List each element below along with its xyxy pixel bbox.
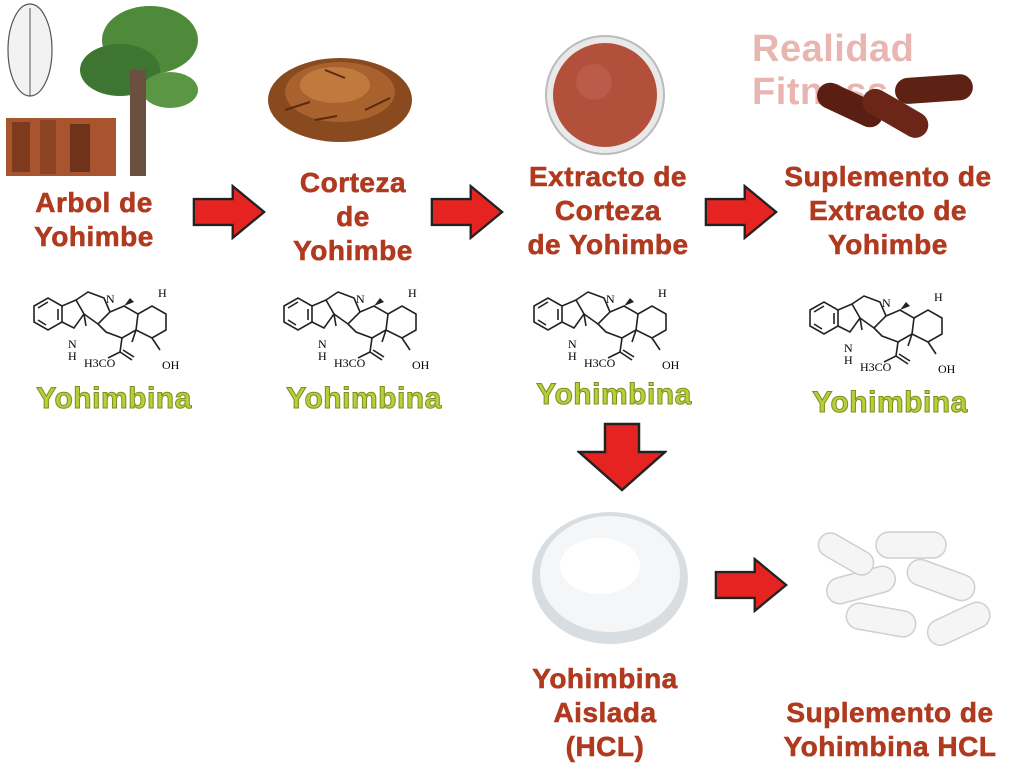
arrow-right-icon	[192, 184, 266, 240]
atom-nh: N H	[844, 341, 853, 367]
atom-n: N	[356, 292, 365, 306]
molecule-structure: N H N H H3CO OH	[800, 290, 980, 390]
compound-label: Yohimbina	[286, 382, 442, 416]
extract-powder-dish	[545, 35, 665, 155]
atom-n: N	[606, 292, 615, 306]
atom-h: H	[408, 286, 417, 300]
atom-ester: H3CO	[334, 356, 366, 370]
molecule-structure: N H N H H3CO OH	[274, 286, 454, 386]
compound-label: Yohimbina	[36, 382, 192, 416]
atom-nh: N H	[68, 337, 77, 363]
atom-oh: OH	[162, 358, 180, 372]
bark-pile-image	[268, 58, 412, 142]
arrow-right-icon	[704, 184, 778, 240]
stage-supplement-extract-label: Suplemento de Extracto de Yohimbe	[784, 161, 992, 261]
atom-h: H	[158, 286, 167, 300]
arrow-right-icon	[714, 557, 788, 613]
arrow-right-icon	[430, 184, 504, 240]
stage-supplement-hcl-label: Suplemento de Yohimbina HCL	[783, 697, 997, 763]
atom-n: N	[106, 292, 115, 306]
compound-label: Yohimbina	[812, 386, 968, 420]
atom-oh: OH	[938, 362, 956, 376]
molecule-structure: N H N H H3CO OH	[524, 286, 704, 386]
atom-ester: H3CO	[84, 356, 116, 370]
arrow-down-icon	[577, 422, 667, 492]
atom-ester: H3CO	[860, 360, 892, 374]
atom-n: N	[882, 296, 891, 310]
white-powder-dish	[532, 512, 688, 644]
stage-bark-label: Corteza de Yohimbe	[293, 167, 413, 267]
stage-isolated-label: Yohimbina Aislada (HCL)	[532, 663, 678, 763]
atom-h: H	[934, 290, 943, 304]
atom-oh: OH	[412, 358, 430, 372]
white-capsules-image	[817, 531, 991, 646]
compound-label: Yohimbina	[536, 378, 692, 412]
atom-nh: N H	[318, 337, 327, 363]
stage-extract-label: Extracto de Corteza de Yohimbe	[527, 161, 689, 261]
molecule-structure: N H N H H3CO OH	[24, 286, 204, 386]
tree-illustration	[6, 3, 198, 176]
brown-capsules-image	[817, 74, 973, 138]
atom-oh: OH	[662, 358, 680, 372]
stage-tree-label: Arbol de Yohimbe	[34, 187, 154, 253]
atom-nh: N H	[568, 337, 577, 363]
atom-h: H	[658, 286, 667, 300]
atom-ester: H3CO	[584, 356, 616, 370]
